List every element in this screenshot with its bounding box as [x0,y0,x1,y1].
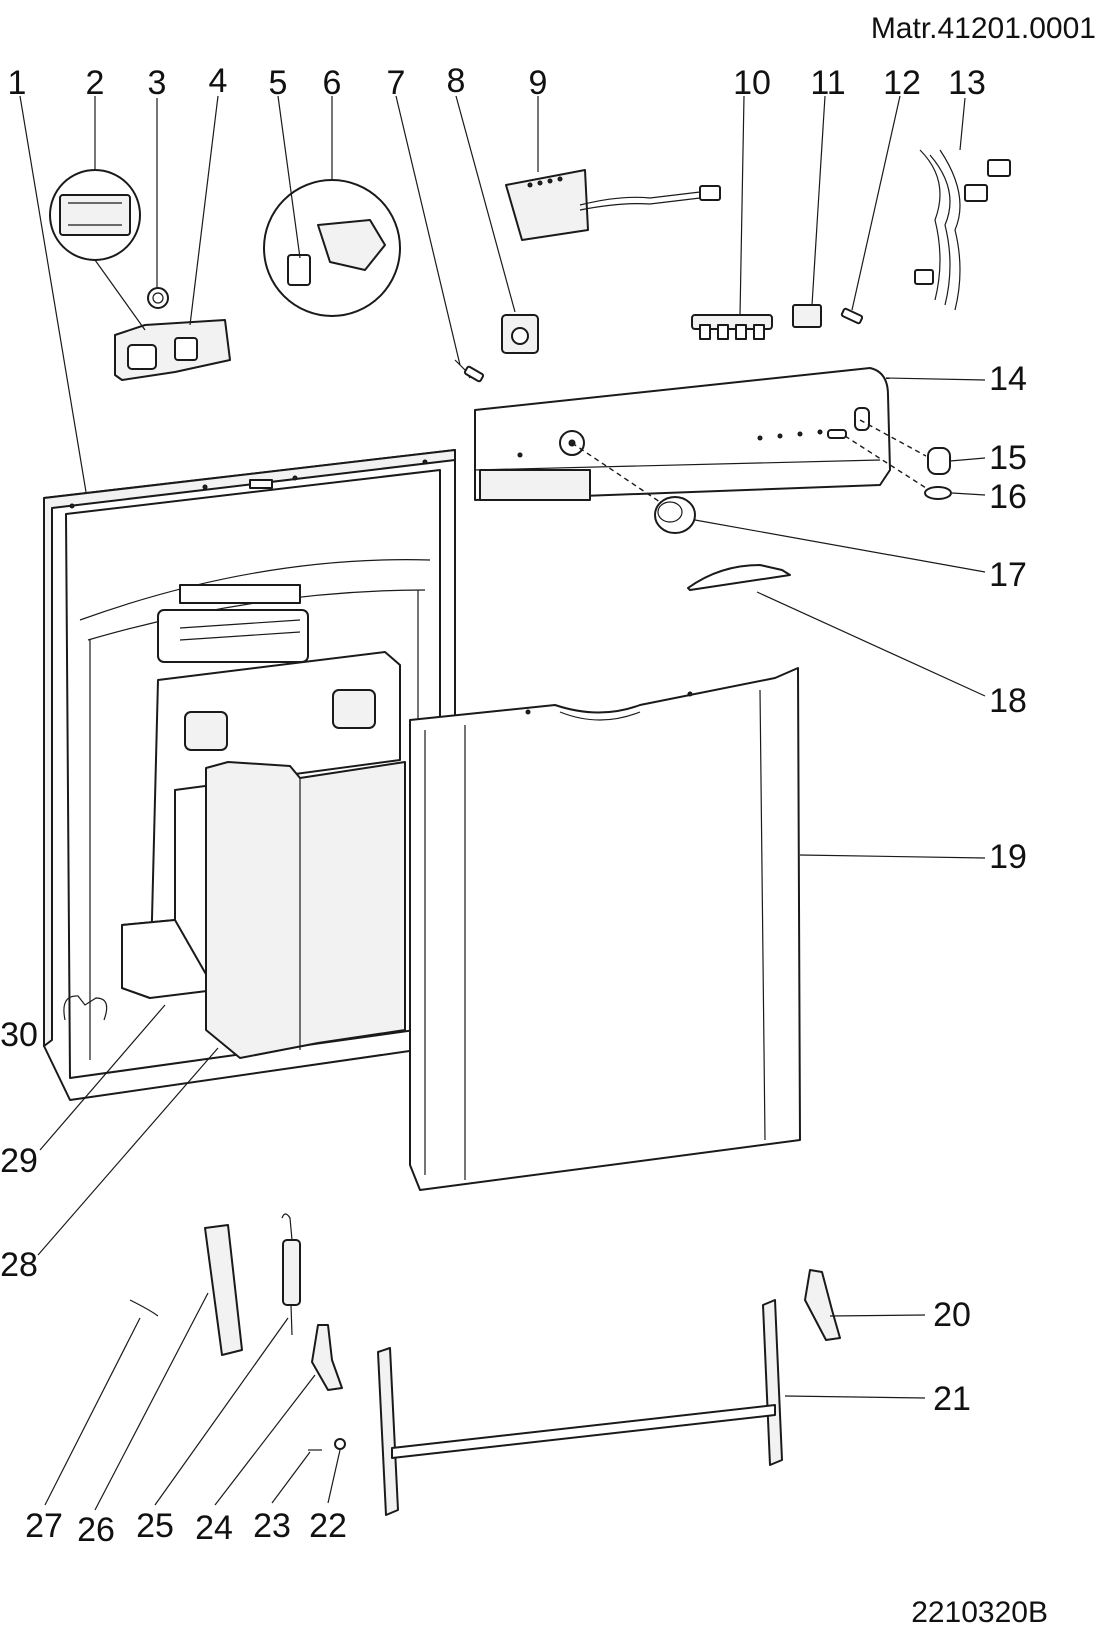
callout-18: 18 [989,682,1027,720]
part-13-wiring-harness [914,149,1011,311]
part-2-detail-circle [49,169,141,261]
part-29-insulation-panel [121,651,401,999]
material-code: Matr.41201.0001 [871,12,1096,45]
part-27-wire-hook [129,1299,159,1317]
callout-14: 14 [989,360,1027,398]
callout-5: 5 [269,64,288,102]
part-6-detail-circle [263,179,401,317]
callout-17: 17 [989,556,1027,594]
callout-30: 30 [0,1016,38,1054]
callout-7: 7 [387,64,406,102]
callout-25: 25 [136,1507,174,1545]
callout-labels: 1 2 3 4 5 6 7 8 9 10 11 12 13 14 15 16 1… [0,62,1027,1549]
callout-3: 3 [148,64,167,102]
callout-16: 16 [989,478,1027,516]
callout-6: 6 [323,64,342,102]
part-9-pcb-board [505,169,721,241]
part-21-hinge-frame [377,1299,783,1516]
part-22-nut [334,1438,346,1450]
part-25-spring [281,1213,301,1336]
part-3-knob-seal [147,287,169,309]
part-7-fuse [454,359,485,383]
drawing-code: 2210320B [911,1596,1048,1629]
callout-19: 19 [989,838,1027,876]
callout-2: 2 [86,64,105,102]
part-17-knob [654,496,696,534]
dashed-assembly-lines [571,419,927,503]
part-16-gasket [924,486,952,500]
part-19-outer-door-panel [409,667,801,1191]
part-14-control-panel [474,367,891,501]
callout-11: 11 [810,64,845,102]
part-15-cover-cap [927,447,951,475]
part-20-hinge-bracket [804,1269,841,1341]
callout-8: 8 [447,62,466,100]
part-10-button-set [691,314,773,340]
callout-26: 26 [77,1511,115,1549]
callout-23: 23 [253,1507,291,1545]
part-18-handle [687,564,791,591]
part-12-fuse [840,307,864,325]
callout-20: 20 [933,1296,971,1334]
callout-27: 27 [25,1507,63,1545]
callout-29: 29 [0,1142,38,1180]
callout-4: 4 [209,62,228,100]
callout-22: 22 [309,1507,347,1545]
callout-9: 9 [529,64,548,102]
callout-21: 21 [933,1380,971,1418]
part-26-handle-cover [204,1224,243,1356]
callout-28: 28 [0,1246,38,1284]
part-4-electronic-module [114,319,231,381]
callout-15: 15 [989,439,1027,477]
callout-24: 24 [195,1509,233,1547]
callout-13: 13 [948,64,986,102]
leader-lines [19,95,986,1511]
part-24-hinge-arm [311,1324,343,1391]
callout-1: 1 [8,64,27,102]
part-28-sound-insulation [205,761,406,1059]
part-11-connector [792,304,822,328]
callout-10: 10 [733,64,771,102]
part-8-switch [501,314,539,354]
part-30-clip [63,995,108,1021]
callout-12: 12 [883,64,921,102]
